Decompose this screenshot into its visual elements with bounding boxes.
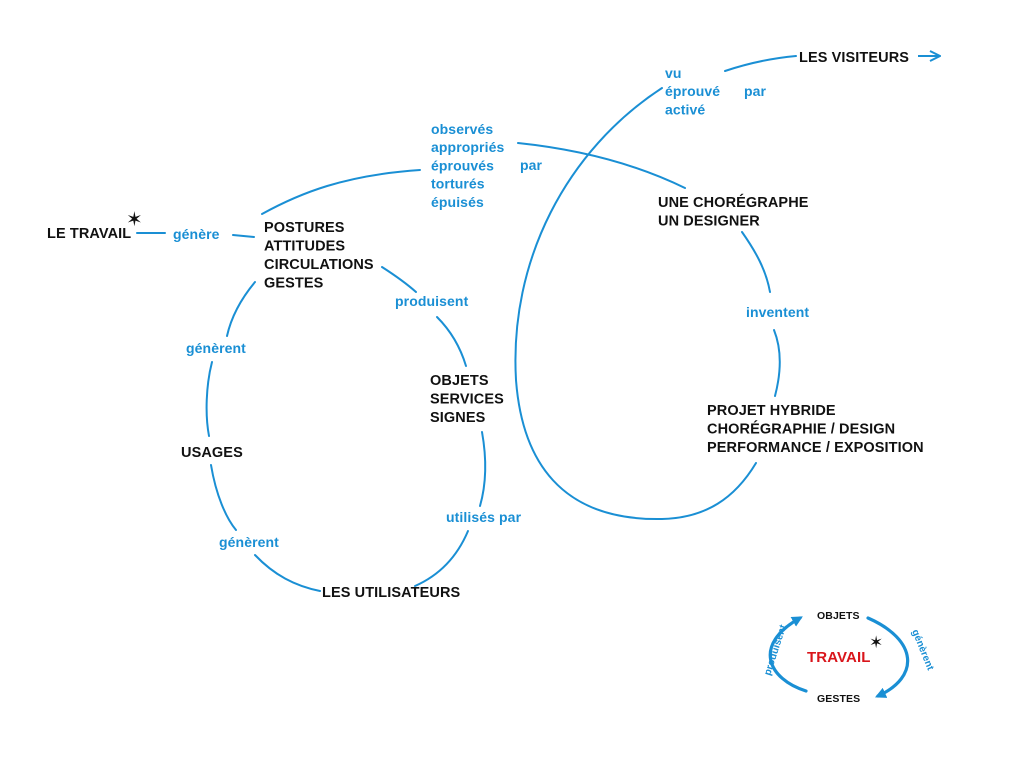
edge-observes-line: appropriés xyxy=(431,139,504,155)
edge-observes-line: épuisés xyxy=(431,194,484,210)
edge-observes-par: par xyxy=(520,157,543,173)
line-generent-usages xyxy=(205,361,213,437)
line-objets-utilises xyxy=(479,431,487,507)
node-projet-line: PROJET HYBRIDE xyxy=(707,403,836,419)
line-inventent-projet xyxy=(773,329,781,397)
line-vu-visiteurs xyxy=(724,55,797,72)
edge-utilises-par: utilisés par xyxy=(446,509,522,525)
edge-vu-line: activé xyxy=(665,101,705,117)
line-postures-to-observes xyxy=(261,169,421,215)
edge-observes-line: observés xyxy=(431,121,493,137)
node-objets-line: OBJETS xyxy=(430,373,489,389)
line-genere-postures xyxy=(232,234,255,238)
mini-star-icon: ✶ xyxy=(869,633,883,653)
edge-observes-line: éprouvés xyxy=(431,157,494,173)
edge-produisent: produisent xyxy=(395,293,469,309)
edge-vu-line: vu xyxy=(665,65,682,81)
connector-lines xyxy=(136,55,797,592)
node-postures-line: GESTES xyxy=(264,276,324,292)
node-postures-line: ATTITUDES xyxy=(264,239,345,255)
line-produisent-objets xyxy=(436,316,467,367)
mini-node-gestes: GESTES xyxy=(817,693,860,705)
node-le-travail: LE TRAVAIL xyxy=(47,226,131,242)
node-projet-hybride: PROJET HYBRIDE CHORÉGRAPHIE / DESIGN PER… xyxy=(707,403,924,456)
mini-node-objets: OBJETS xyxy=(817,610,860,622)
line-usages-generent xyxy=(210,464,237,531)
node-postures: POSTURES ATTITUDES CIRCULATIONS GESTES xyxy=(264,220,378,292)
node-choregraphe-line: UN DESIGNER xyxy=(658,214,760,230)
node-projet-line: CHORÉGRAPHIE / DESIGN xyxy=(707,421,895,438)
node-postures-line: POSTURES xyxy=(264,220,345,236)
mini-arrow-generent xyxy=(866,616,910,698)
edge-generent-bottom: génèrent xyxy=(219,534,279,550)
line-utilises-utilisateurs xyxy=(414,530,469,587)
node-objets-line: SIGNES xyxy=(430,410,486,426)
star-icon: ✶ xyxy=(126,207,143,231)
node-les-utilisateurs: LES UTILISATEURS xyxy=(322,585,461,601)
mini-arrow-produisent xyxy=(768,616,808,693)
line-postures-produisent xyxy=(381,266,417,293)
node-objets: OBJETS SERVICES SIGNES xyxy=(430,373,508,426)
node-les-visiteurs: LES VISITEURS xyxy=(799,50,909,66)
edge-observes-line: torturés xyxy=(431,176,485,192)
node-projet-line: PERFORMANCE / EXPOSITION xyxy=(707,440,924,456)
line-choregraphe-inventent xyxy=(741,231,771,293)
node-postures-line: CIRCULATIONS xyxy=(264,257,374,273)
line-observes-to-choregraphe xyxy=(517,142,686,189)
mini-node-travail: TRAVAIL xyxy=(807,649,870,666)
node-choregraphe-line: UNE CHORÉGRAPHE xyxy=(658,194,809,211)
edge-generent-top: génèrent xyxy=(186,340,246,356)
line-postures-generent xyxy=(226,281,256,337)
edge-genere: génère xyxy=(173,226,220,242)
edge-observes-group: observés appropriés éprouvés torturés ép… xyxy=(431,121,508,210)
edge-inventent: inventent xyxy=(746,304,809,320)
node-objets-line: SERVICES xyxy=(430,392,504,408)
edge-vu-group: vu éprouvé activé xyxy=(665,65,724,117)
edge-vu-par: par xyxy=(744,83,767,99)
edge-vu-line: éprouvé xyxy=(665,83,720,99)
line-generent-utilisateurs xyxy=(254,554,321,592)
node-choregraphe: UNE CHORÉGRAPHE UN DESIGNER xyxy=(658,194,813,230)
node-usages: USAGES xyxy=(181,445,243,461)
line-projet-big-loop xyxy=(514,87,757,521)
mini-edge-generent: génèrent xyxy=(909,628,936,673)
mini-cycle-diagram: OBJETS TRAVAIL ✶ GESTES produisent génèr… xyxy=(762,610,935,705)
